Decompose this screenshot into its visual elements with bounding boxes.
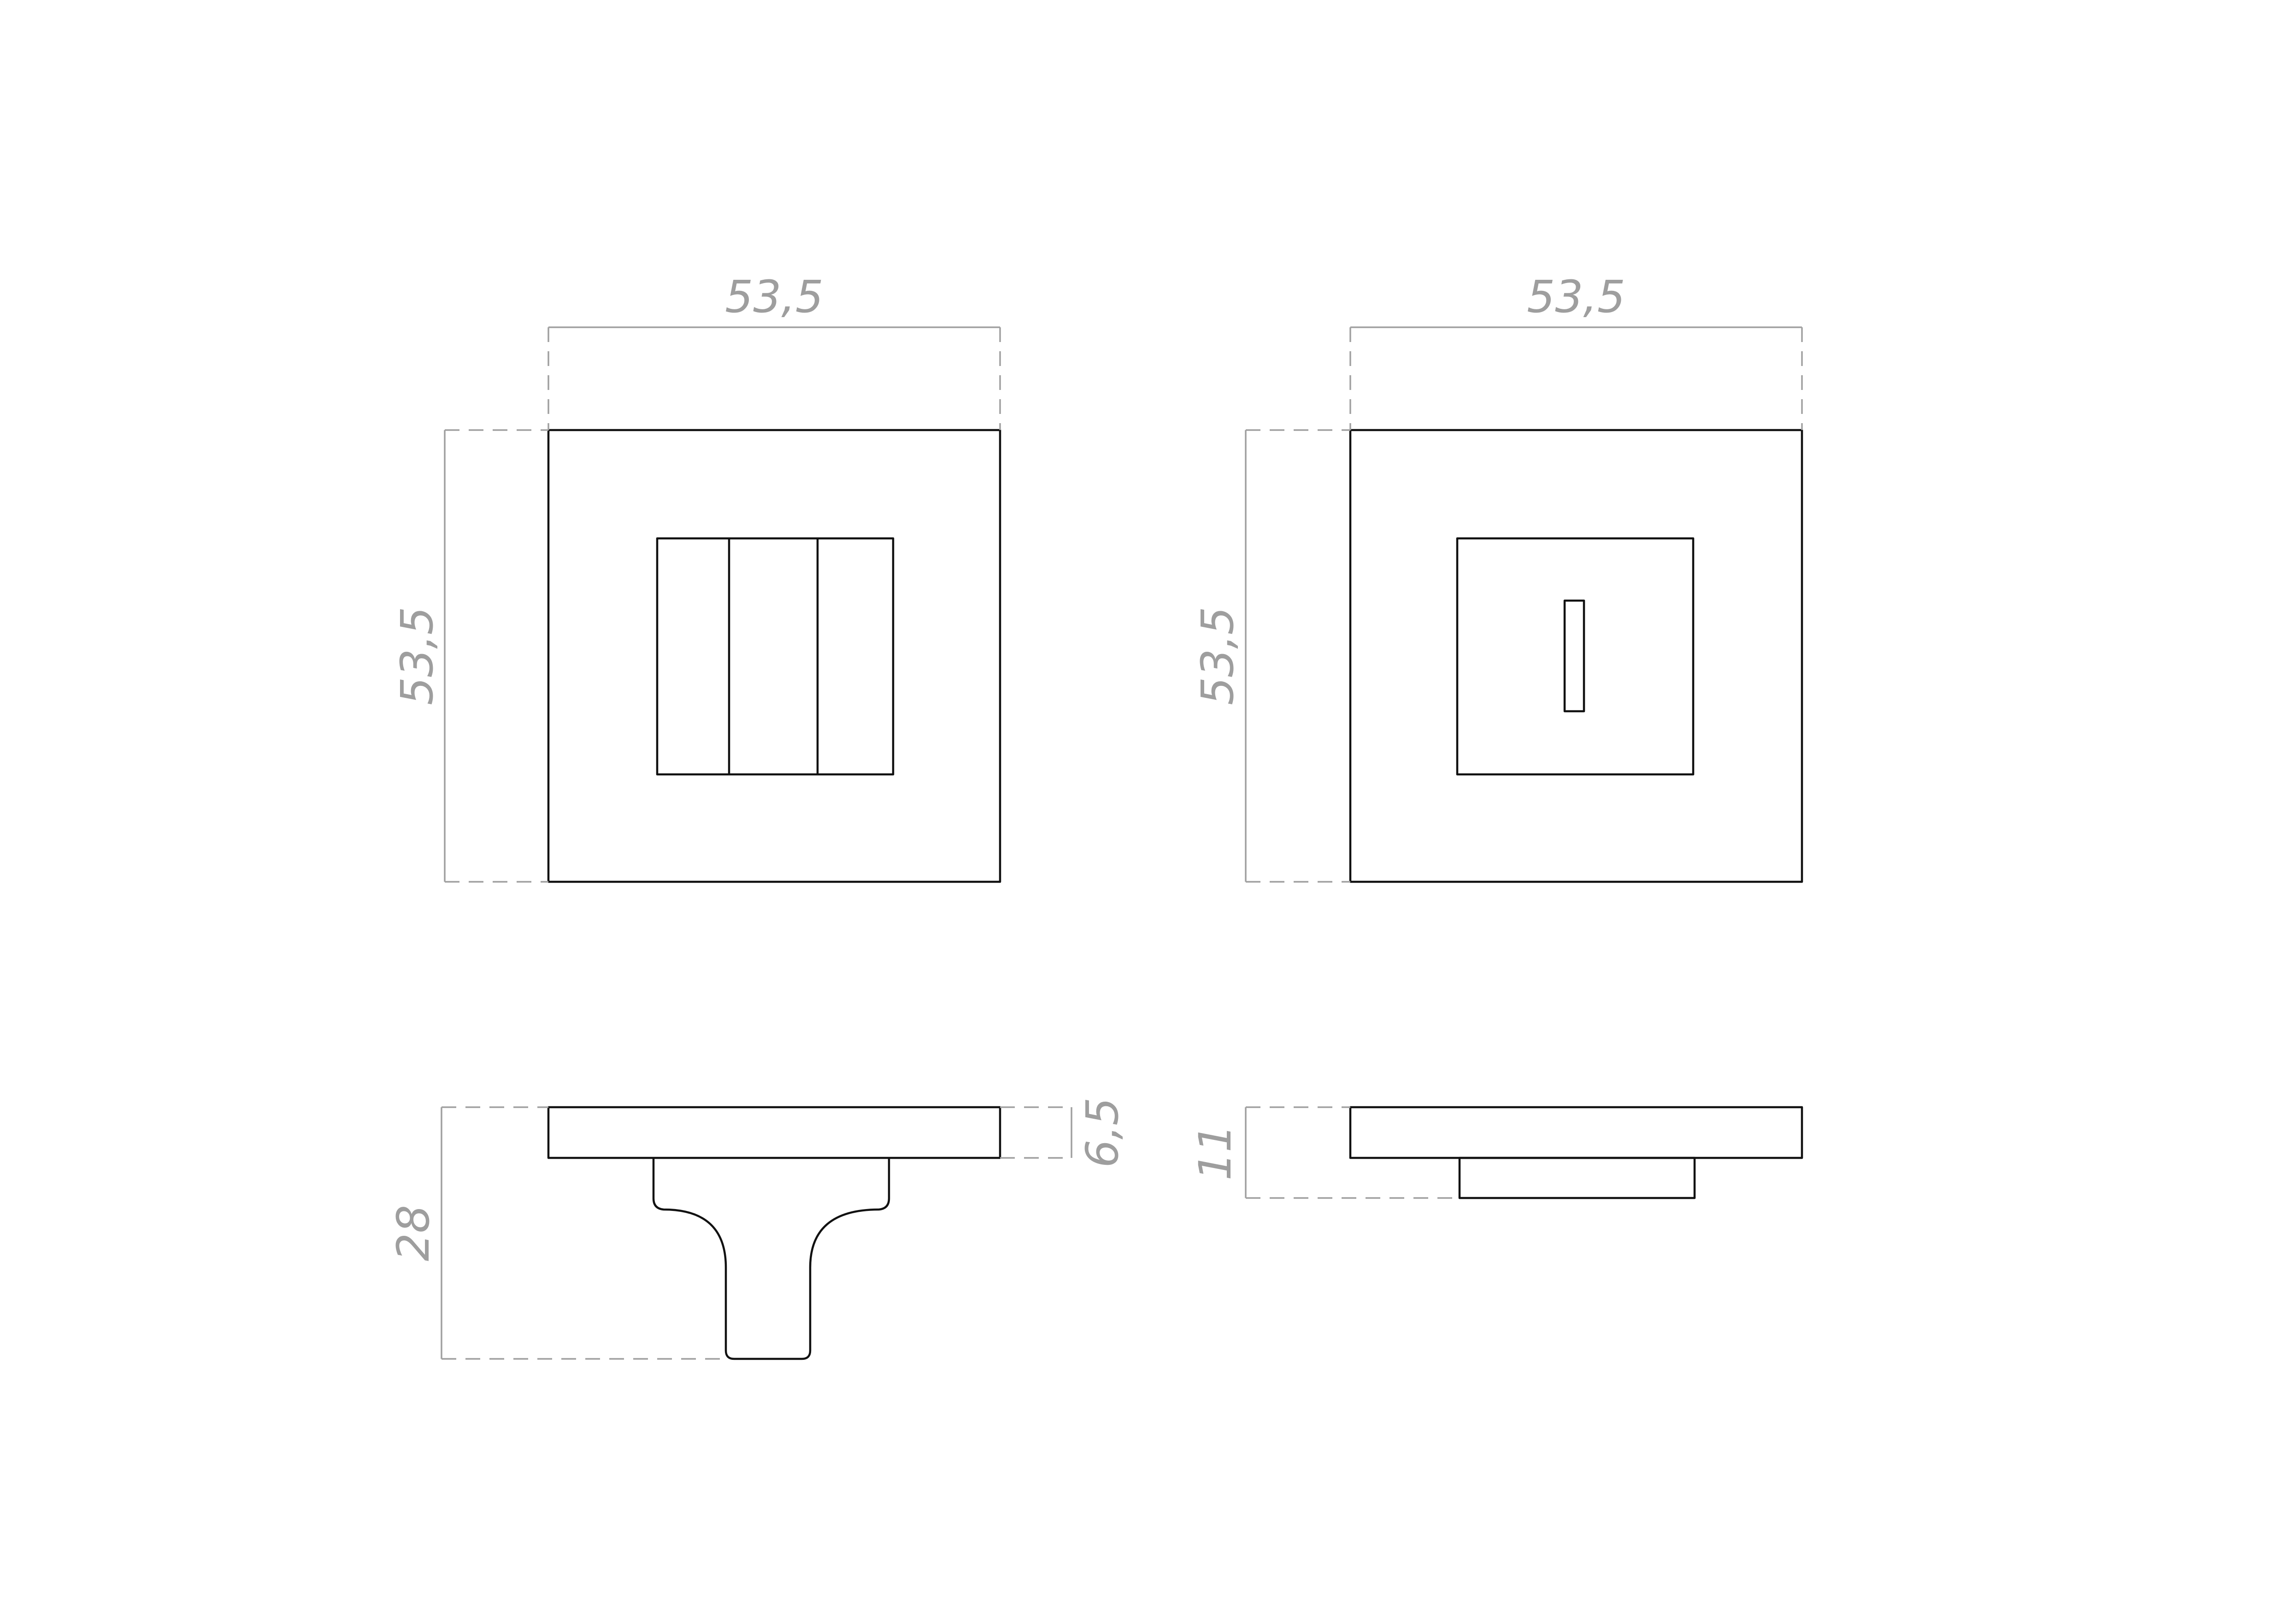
height-dimension-label: 53,5 — [1192, 607, 1243, 705]
rose-outline — [1349, 429, 1803, 883]
rose-profile — [547, 1106, 1001, 1159]
rose-profile — [1349, 1106, 1803, 1159]
width-dimension-label: 53,5 — [1527, 271, 1625, 323]
side-view-thumbturn: 28 6,5 — [388, 1098, 1128, 1360]
front-view-release: 53,5 53,5 — [1192, 271, 1803, 883]
release-slot — [1563, 599, 1585, 713]
thumbturn-outline — [656, 537, 895, 776]
depth-dimension-label: 11 — [1189, 1124, 1241, 1180]
rose-outline — [547, 429, 1001, 883]
depth-dimension-label: 28 — [388, 1205, 439, 1261]
thumbturn-profile — [652, 1158, 890, 1360]
side-view-release: 11 — [1189, 1106, 1803, 1199]
release-plate-profile — [1458, 1157, 1696, 1199]
thickness-dimension-label: 6,5 — [1077, 1098, 1128, 1168]
release-plate-outline — [1456, 537, 1695, 776]
front-view-thumbturn: 53,5 53,5 — [391, 271, 1001, 883]
width-dimension-label: 53,5 — [725, 271, 824, 323]
height-dimension-label: 53,5 — [391, 607, 443, 705]
